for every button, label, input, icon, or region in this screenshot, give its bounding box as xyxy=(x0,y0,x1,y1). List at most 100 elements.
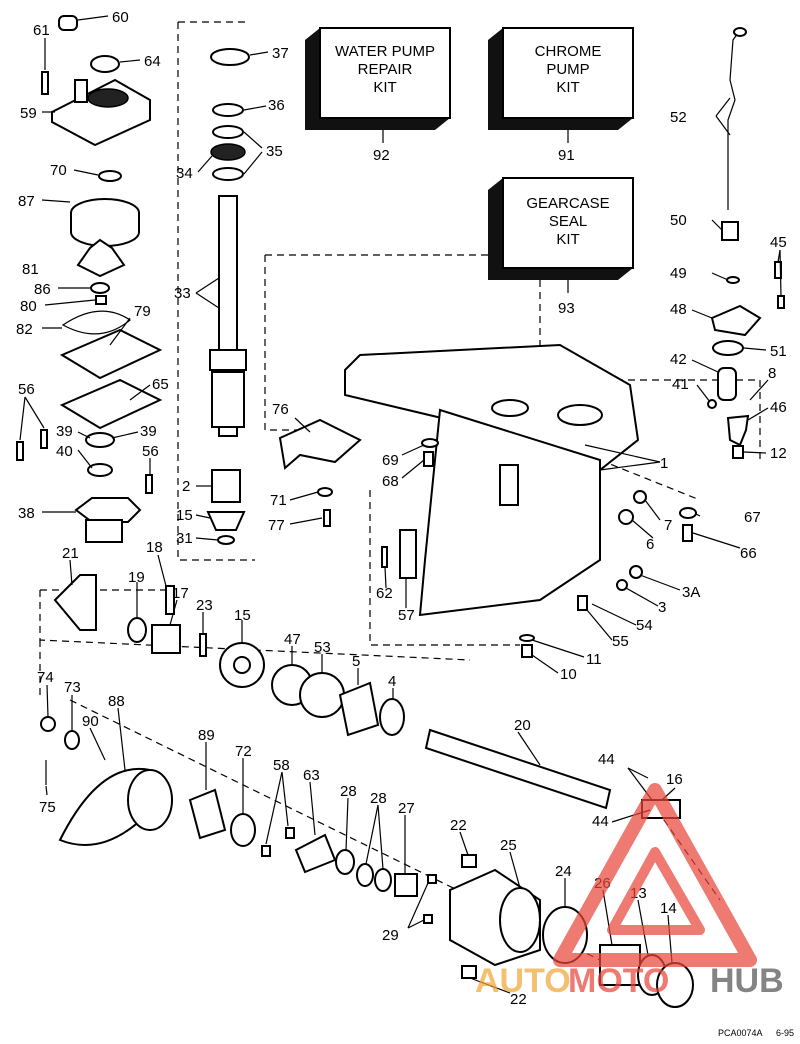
callout-58: 58 xyxy=(273,757,290,774)
plug-part xyxy=(90,55,120,73)
screw-part xyxy=(423,914,433,924)
callout-49: 49 xyxy=(670,265,687,282)
seal-part xyxy=(85,432,115,448)
leader-lines xyxy=(19,15,782,994)
o-ring-part xyxy=(210,48,250,66)
drawing-footer: PCA0074A 6-95 xyxy=(718,1028,794,1038)
callout-46: 46 xyxy=(770,399,787,416)
callout-label: 91 xyxy=(558,147,575,164)
callout-label: 92 xyxy=(373,147,390,164)
callout-25: 25 xyxy=(500,837,517,854)
water-pump-repair-kit-box: WATER PUMP REPAIR KIT 92 xyxy=(305,27,451,164)
assembly-outlines xyxy=(39,21,761,961)
watermark-suffix: HUB xyxy=(710,962,784,1000)
callout-36: 36 xyxy=(268,97,285,114)
callout-61: 61 xyxy=(33,22,50,39)
callout-80: 80 xyxy=(20,298,37,315)
kit-label-line: PUMP xyxy=(546,61,589,78)
drawing-date: 6-95 xyxy=(776,1028,794,1038)
gearcase-housing xyxy=(278,343,697,658)
callout-79: 79 xyxy=(134,303,151,320)
pin-part xyxy=(165,585,175,615)
pin-part xyxy=(381,546,388,568)
callout-numbers: 60 61 64 59 70 87 81 86 80 82 79 65 56 3… xyxy=(16,9,787,1008)
clip-part xyxy=(726,276,740,284)
callout-4: 4 xyxy=(388,673,396,690)
gasket-part xyxy=(519,634,535,642)
pinion-gear-part xyxy=(206,511,246,531)
bearing-part xyxy=(127,617,147,643)
callout-86: 86 xyxy=(34,281,51,298)
callout-64: 64 xyxy=(144,53,161,70)
pin-part xyxy=(95,295,107,305)
thrust-hub-part xyxy=(188,788,227,840)
callout-69: 69 xyxy=(382,452,399,469)
plug-part xyxy=(629,565,643,579)
callout-28: 28 xyxy=(340,783,357,800)
gearcase-lower-part xyxy=(418,408,601,617)
screw-part xyxy=(261,845,271,857)
washer-part xyxy=(616,579,628,591)
callout-15b: 15 xyxy=(176,507,193,524)
drawing-code: PCA0074A xyxy=(718,1028,763,1038)
o-ring-part xyxy=(712,340,744,356)
connector-part xyxy=(721,221,739,241)
callout-63: 63 xyxy=(303,767,320,784)
washer-part xyxy=(679,507,697,519)
callout-24: 24 xyxy=(555,863,572,880)
shift-lever-part xyxy=(726,414,750,447)
callout-15: 15 xyxy=(234,607,251,624)
callout-17: 17 xyxy=(172,585,189,602)
callout-16: 16 xyxy=(666,771,683,788)
callout-35: 35 xyxy=(266,143,283,160)
callout-label: 93 xyxy=(558,300,575,317)
outlet-tube-part xyxy=(74,79,88,103)
screw-part xyxy=(682,524,693,542)
callout-73: 73 xyxy=(64,679,81,696)
bearing-part xyxy=(379,698,405,736)
callout-7: 7 xyxy=(664,517,672,534)
screw-part xyxy=(577,595,588,611)
callout-76: 76 xyxy=(272,401,289,418)
kit-label-line: KIT xyxy=(373,79,396,96)
clip-part xyxy=(461,965,477,979)
callout-66: 66 xyxy=(740,545,757,562)
callout-33: 33 xyxy=(174,285,191,302)
callout-50: 50 xyxy=(670,212,687,229)
callout-52: 52 xyxy=(670,109,687,126)
screw-part xyxy=(323,509,331,527)
watermark-prefix: AUTO xyxy=(475,962,571,1000)
washer-part xyxy=(212,103,244,117)
screw-part xyxy=(285,827,295,839)
callout-42: 42 xyxy=(670,351,687,368)
callout-62: 62 xyxy=(376,585,393,602)
callout-51: 51 xyxy=(770,343,787,360)
grommet-part xyxy=(58,15,78,31)
water-pump-parts xyxy=(16,15,163,543)
callout-39b: 39 xyxy=(140,423,157,440)
bearing-part xyxy=(211,469,241,503)
retainer-part xyxy=(294,833,337,874)
shim-part xyxy=(212,125,244,139)
callout-54: 54 xyxy=(636,617,653,634)
callout-44b: 44 xyxy=(592,813,609,830)
callout-28b: 28 xyxy=(370,790,387,807)
washer-part xyxy=(421,438,439,448)
kit-label-line: WATER PUMP xyxy=(335,43,435,60)
callout-18: 18 xyxy=(146,539,163,556)
shift-linkage-parts xyxy=(707,27,785,459)
screw-part xyxy=(40,429,48,449)
callout-56: 56 xyxy=(18,381,35,398)
callout-37: 37 xyxy=(272,45,289,62)
fitting-part xyxy=(423,451,434,467)
callout-77: 77 xyxy=(268,517,285,534)
callout-10: 10 xyxy=(560,666,577,683)
o-ring-part xyxy=(98,170,122,182)
callout-1: 1 xyxy=(660,455,668,472)
shift-rod-part xyxy=(727,29,741,210)
key-part xyxy=(90,282,110,294)
washer-part xyxy=(230,813,256,847)
callout-90: 90 xyxy=(82,713,99,730)
callout-72: 72 xyxy=(235,743,252,760)
shim-part xyxy=(212,167,244,181)
